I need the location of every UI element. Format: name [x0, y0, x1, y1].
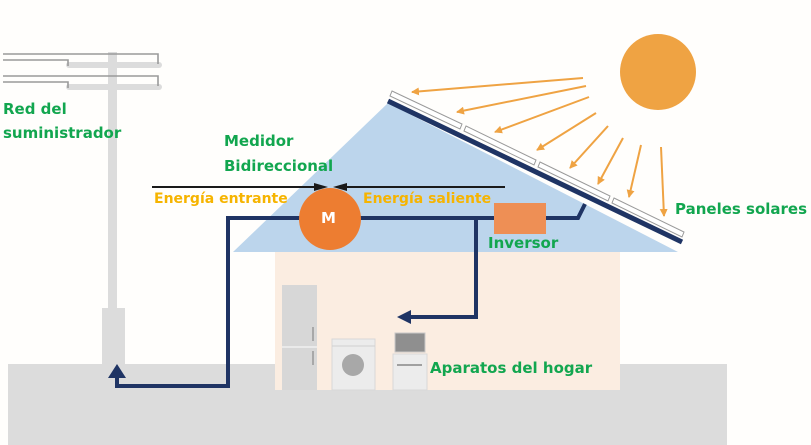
appliance-arrow-icon — [397, 310, 411, 324]
inverter-label: Inversor — [488, 234, 559, 252]
outgoing-energy-label: Energía saliente — [363, 191, 492, 207]
grid-label-line-2: suministrador — [3, 124, 122, 142]
meter-title-line-1: Medidor — [224, 132, 294, 150]
incoming-energy-label: Energía entrante — [154, 191, 288, 207]
meter-icon — [299, 188, 361, 250]
grid-label: Red del suministrador — [3, 97, 121, 145]
grid-arrow-icon — [108, 364, 126, 378]
fridge-icon — [282, 285, 317, 390]
stove-icon — [392, 332, 428, 391]
solar-panels-label: Paneles solares — [675, 200, 808, 218]
sun-icon — [620, 34, 696, 110]
meter-title-line-2: Bidireccional — [224, 157, 334, 175]
washing-machine-icon — [331, 338, 376, 391]
appliances-label: Aparatos del hogar — [430, 359, 593, 377]
meter-symbol: M — [321, 209, 336, 227]
meter-title: Medidor Bidireccional — [224, 129, 333, 179]
sun-rays — [411, 77, 668, 217]
utility-pole — [3, 52, 162, 366]
inverter-box — [494, 203, 546, 234]
solar-panels — [386, 90, 685, 245]
grid-label-line-1: Red del — [3, 100, 67, 118]
energy-flow-arrows — [152, 183, 505, 191]
